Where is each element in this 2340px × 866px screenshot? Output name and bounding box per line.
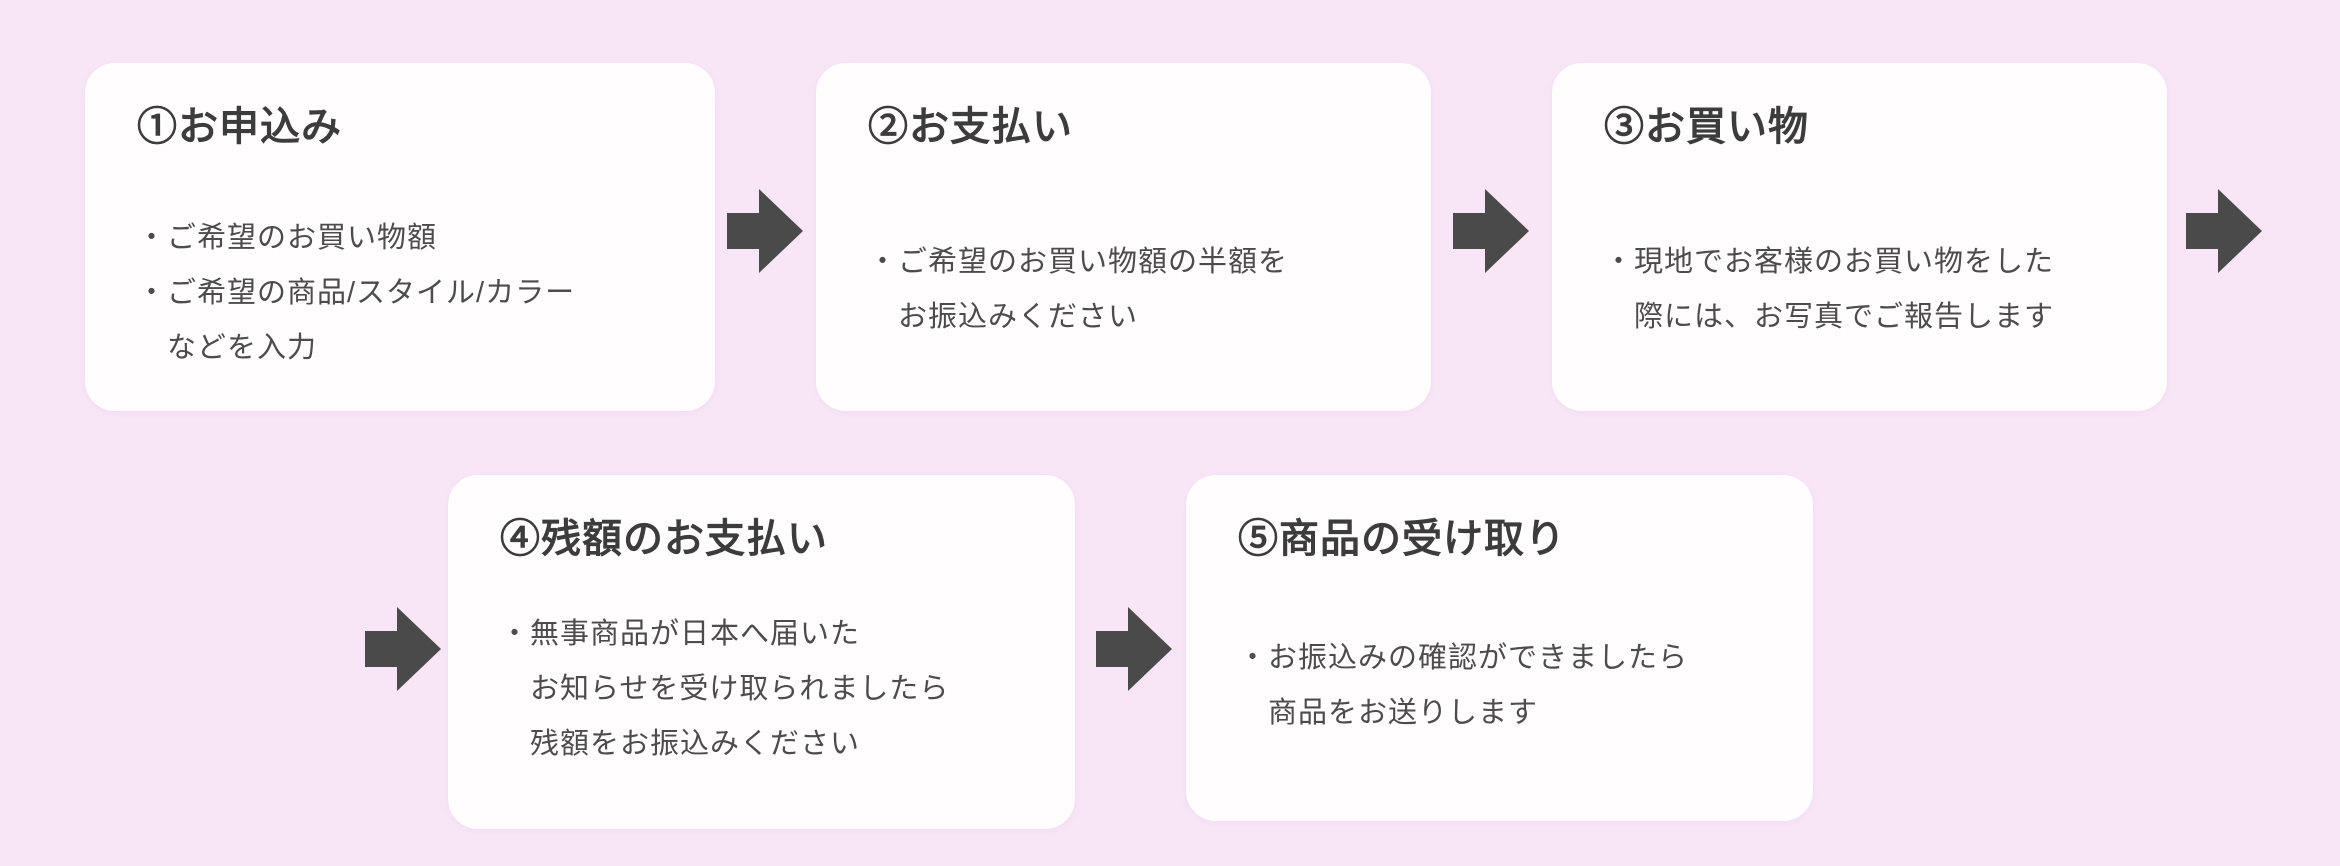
- flow-arrow-icon: [365, 607, 441, 691]
- step-line: お振込みください: [868, 301, 1139, 334]
- step-card-receive-goods: ⑤商品の受け取り ・お振込みの確認ができましたら 商品をお送りします: [1186, 475, 1813, 821]
- step-body: ・お振込みの確認ができましたら 商品をお送りします: [1238, 631, 1761, 741]
- step-card-shopping: ③お買い物 ・現地でお客様のお買い物をした 際には、お写真でご報告します: [1552, 63, 2167, 411]
- step-body: ・ご希望のお買い物額 ・ご希望の商品/スタイル/カラー などを入力: [137, 211, 663, 376]
- step-line: 際には、お写真でご報告します: [1604, 301, 2055, 334]
- step-line: 残額をお振込みください: [500, 728, 861, 761]
- step-line: ・無事商品が日本へ届いた: [500, 618, 861, 650]
- step-title: ③お買い物: [1604, 105, 1809, 149]
- flow-arrow-icon: [1453, 189, 1529, 273]
- step-title: ④残額のお支払い: [500, 517, 828, 561]
- step-card-balance-payment: ④残額のお支払い ・無事商品が日本へ届いた お知らせを受け取られましたら 残額を…: [448, 475, 1075, 829]
- step-line: ・ご希望のお買い物額の半額を: [868, 246, 1289, 278]
- step-line: 商品をお送りします: [1238, 697, 1539, 730]
- flow-arrow-icon: [1096, 607, 1172, 691]
- step-line: お知らせを受け取られましたら: [500, 673, 950, 706]
- flow-arrow-icon: [2186, 189, 2262, 273]
- step-card-application: ①お申込み ・ご希望のお買い物額 ・ご希望の商品/スタイル/カラー などを入力: [85, 63, 715, 411]
- flow-arrow-icon: [727, 189, 803, 273]
- step-line: などを入力: [137, 332, 318, 365]
- step-body: ・現地でお客様のお買い物をした 際には、お写真でご報告します: [1604, 235, 2115, 345]
- step-body: ・ご希望のお買い物額の半額を お振込みください: [868, 235, 1379, 345]
- step-title: ①お申込み: [137, 105, 342, 149]
- step-line: ・現地でお客様のお買い物をした: [1604, 246, 2055, 278]
- step-title: ②お支払い: [868, 105, 1073, 149]
- step-line: ・お振込みの確認ができましたら: [1238, 642, 1689, 674]
- step-line: ・ご希望のお買い物額: [137, 222, 438, 254]
- step-card-payment: ②お支払い ・ご希望のお買い物額の半額を お振込みください: [816, 63, 1431, 411]
- step-line: ・ご希望の商品/スタイル/カラー: [137, 277, 576, 310]
- step-title: ⑤商品の受け取り: [1238, 517, 1566, 561]
- step-body: ・無事商品が日本へ届いた お知らせを受け取られましたら 残額をお振込みください: [500, 607, 1023, 772]
